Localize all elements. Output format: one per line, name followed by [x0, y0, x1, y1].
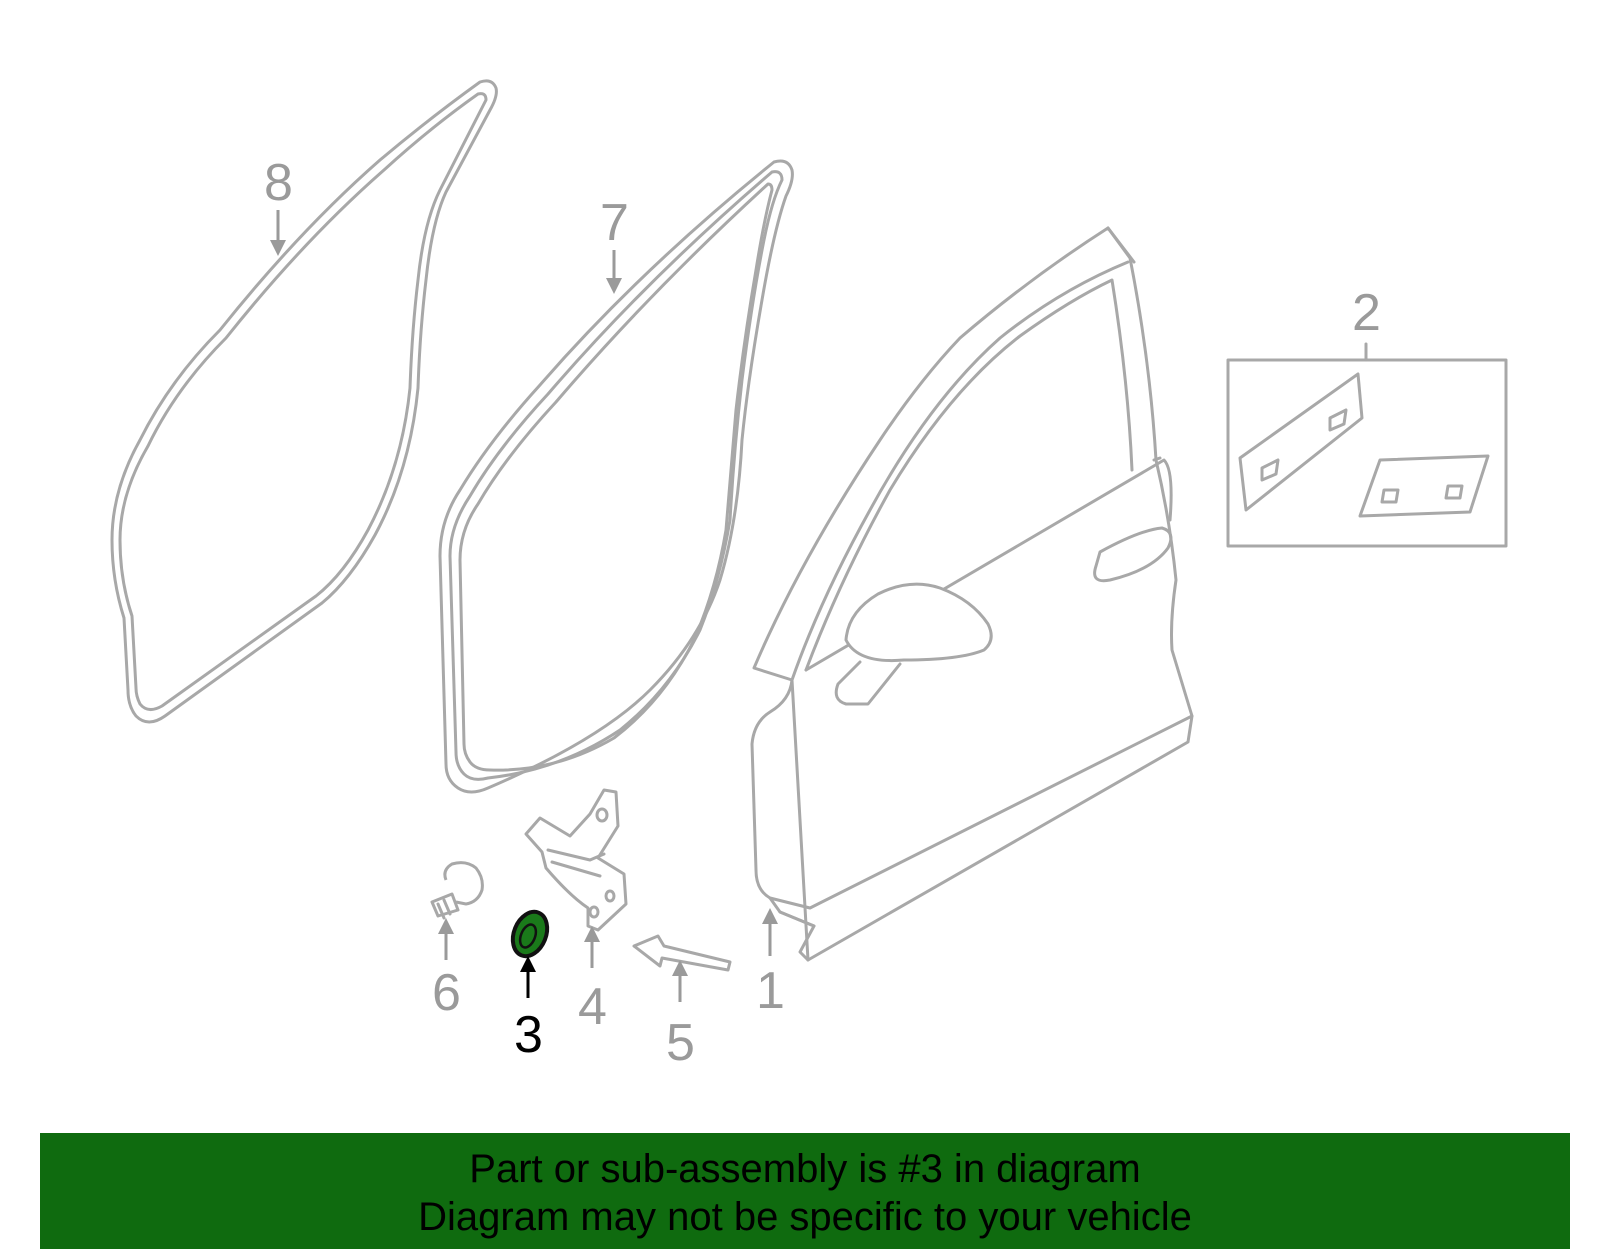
part-7-weatherstrip[interactable]: [438, 159, 794, 794]
part-4-hinge[interactable]: [524, 788, 628, 932]
part-6-bolt[interactable]: [430, 861, 484, 920]
part-1-door-shell[interactable]: [750, 226, 1194, 962]
parts-diagram: 8 7 1: [110, 79, 1508, 1072]
info-banner: Part or sub-assembly is #3 in diagram Di…: [40, 1133, 1570, 1249]
callout-label-3: 3: [514, 1006, 543, 1064]
part-8-weatherstrip[interactable]: [110, 79, 498, 724]
part-3-grommet-highlighted[interactable]: [507, 907, 554, 962]
callout-1: 1: [756, 908, 785, 1020]
callout-6: 6: [432, 918, 461, 1022]
callout-label-6: 6: [432, 964, 461, 1022]
callout-3: 3: [514, 956, 543, 1064]
callout-4: 4: [578, 926, 607, 1036]
callout-label-2: 2: [1352, 284, 1381, 342]
callout-5: 5: [666, 960, 695, 1072]
callout-2: 2: [1352, 284, 1381, 342]
callout-7: 7: [600, 194, 629, 294]
banner-line-2: Diagram may not be specific to your vehi…: [418, 1195, 1192, 1239]
callout-label-8: 8: [264, 154, 293, 212]
callout-label-4: 4: [578, 978, 607, 1036]
banner-line-1: Part or sub-assembly is #3 in diagram: [469, 1147, 1141, 1191]
callout-8: 8: [264, 154, 293, 256]
callout-label-1: 1: [756, 962, 785, 1020]
part-5-pin[interactable]: [632, 934, 732, 972]
part-2-labels[interactable]: [1226, 342, 1508, 548]
callout-label-5: 5: [666, 1014, 695, 1072]
callout-label-7: 7: [600, 194, 629, 252]
